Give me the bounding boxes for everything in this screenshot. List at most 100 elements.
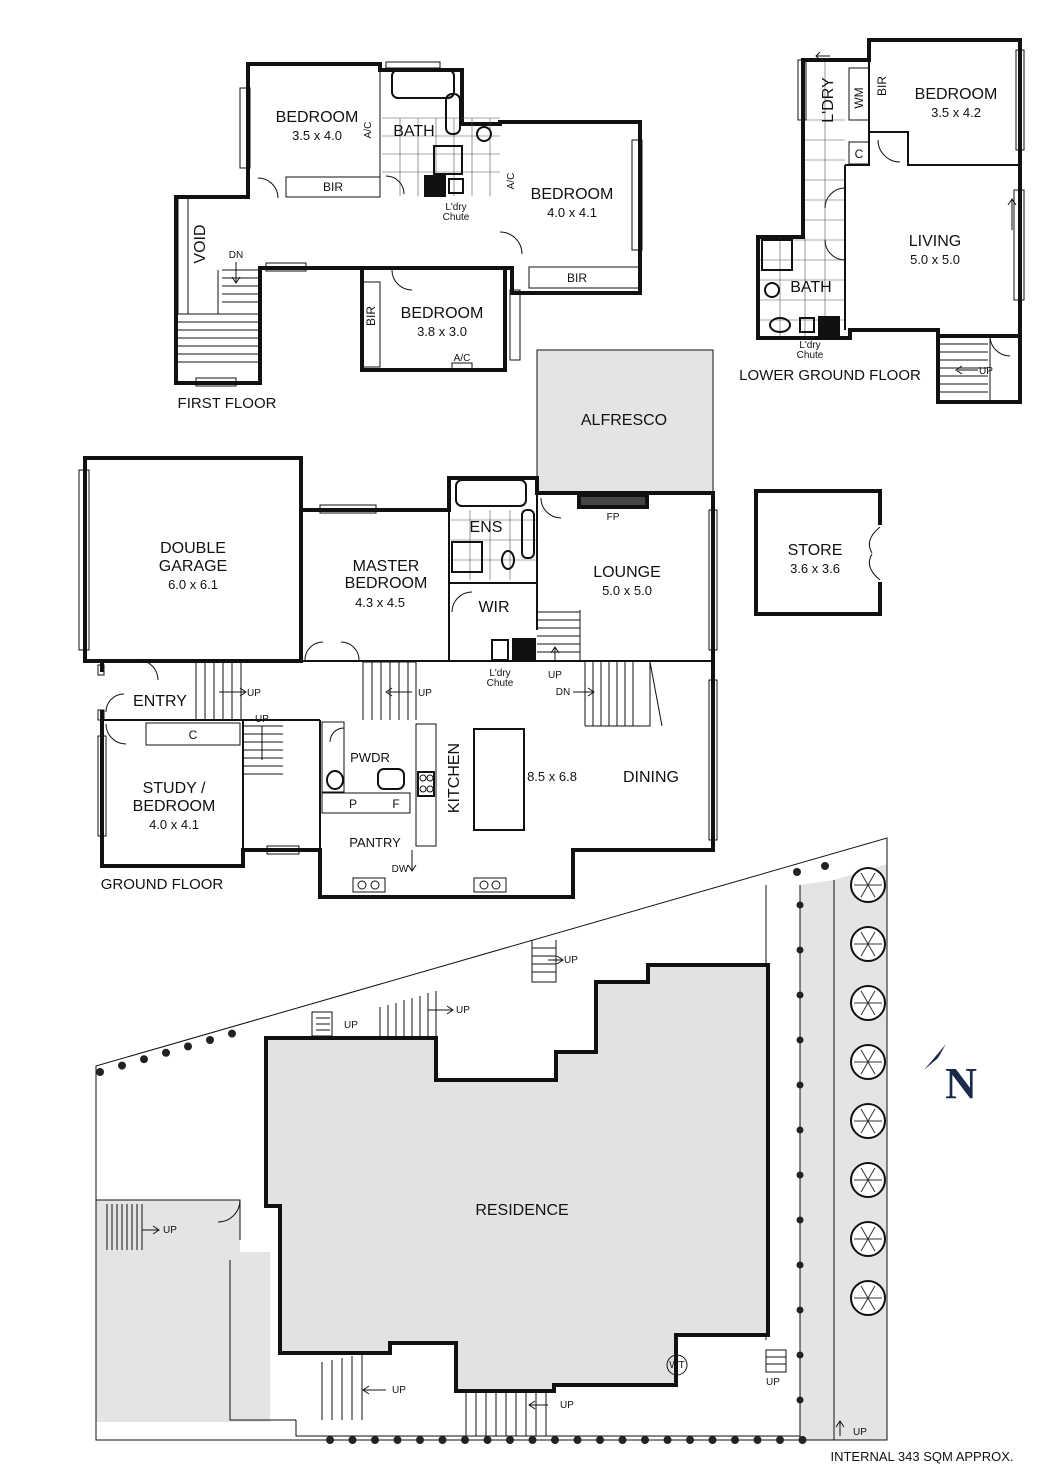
north-label: N [945, 1059, 977, 1108]
lg-wm-label: WM [852, 87, 866, 108]
study-name-2: BEDROOM [133, 798, 216, 815]
ground-floor-plan: ALFRESCO DOUBLE GARAGE 6.0 x 6.1 [78, 349, 718, 899]
hedge-dot [796, 1261, 804, 1269]
site-up-label-7: UP [766, 1377, 780, 1388]
hedge-dot [796, 946, 804, 954]
gf-up-label-4: UP [548, 670, 562, 681]
hedge-dot [686, 1436, 694, 1444]
ff-bedroom3-dim: 3.8 x 3.0 [417, 324, 467, 339]
ff-bir-label-2: BIR [567, 271, 587, 285]
hedge-dot [118, 1061, 126, 1070]
dining-name: DINING [623, 769, 679, 786]
tree-icon [850, 1162, 886, 1198]
ground-floor-title: GROUND FLOOR [101, 876, 224, 893]
tree-icon [850, 1280, 886, 1316]
lg-bir-label: BIR [875, 76, 889, 96]
internal-area-text: INTERNAL 343 SQM APPROX. [830, 1449, 1013, 1464]
gf-ldry-chute-1: L'dry [489, 668, 510, 679]
gf-dn-label: DN [556, 687, 570, 698]
entry-stairs [195, 661, 242, 720]
entry-name: ENTRY [133, 693, 187, 710]
tree-icon [850, 985, 886, 1021]
lg-up-arrow [955, 365, 978, 375]
hedge-dot [371, 1436, 379, 1444]
hedge-dot [551, 1436, 559, 1444]
gf-up-label-3: UP [418, 688, 432, 699]
hedge-dot [796, 1081, 804, 1089]
ff-ac-label-2: A/C [506, 173, 517, 190]
study-dim: 4.0 x 4.1 [149, 817, 199, 832]
lower-ground-floor-plan: BEDROOM 3.5 x 4.2 LIVING 5.0 x 5.0 BATH … [739, 38, 1025, 404]
hedge-dot [326, 1436, 334, 1444]
site-up-label-6: UP [560, 1400, 574, 1411]
residence-building [264, 963, 770, 1393]
hedge-dot [776, 1436, 784, 1444]
alfresco-area [537, 350, 713, 493]
hedge-dot [348, 1436, 357, 1444]
gf-ldry-chute-2: Chute [487, 678, 514, 689]
hedge-dot [228, 1029, 236, 1038]
ff-ldry-chute-1: L'dry [445, 202, 466, 213]
ff-bedroom3-name: BEDROOM [401, 305, 484, 322]
wir-name: WIR [478, 599, 509, 616]
ff-bedroom1-name: BEDROOM [276, 109, 359, 126]
ff-bath-name: BATH [393, 123, 434, 140]
fp-label: FP [607, 512, 620, 523]
first-floor-plan: BEDROOM 3.5 x 4.0 BATH BEDROOM 4.0 x 4.1… [174, 61, 643, 412]
lg-living-dim: 5.0 x 5.0 [910, 252, 960, 267]
site-up-label-4: UP [564, 955, 578, 966]
lower-ground-tiles [760, 62, 845, 336]
lg-bath-name: BATH [790, 279, 831, 296]
hedge-dot [796, 1306, 804, 1314]
hedge-dot [796, 1216, 804, 1224]
garage-dim: 6.0 x 6.1 [168, 577, 218, 592]
lg-c-label: C [855, 147, 864, 161]
store-name: STORE [788, 542, 843, 559]
hedge-dot [731, 1436, 739, 1444]
hedge-dot [708, 1436, 717, 1444]
ff-dn-label: DN [229, 250, 243, 261]
first-floor-bath-tiles [382, 117, 500, 196]
pantry-p-label: P [349, 797, 357, 811]
tree-icon [850, 1103, 886, 1139]
pwdr-name: PWDR [350, 750, 390, 765]
boundary-hedge [96, 862, 829, 1444]
hedge-dot [796, 1036, 804, 1044]
site-up-label-8: UP [853, 1427, 867, 1438]
hedge-dot [641, 1436, 649, 1444]
hedge-dot [416, 1436, 424, 1444]
ensuite-name: ENS [470, 519, 503, 536]
first-floor-title: FIRST FLOOR [178, 395, 277, 412]
gf-up-label-2: UP [255, 714, 269, 725]
lg-ldry-chute-1: L'dry [799, 340, 820, 351]
north-arrow: N [924, 1044, 977, 1108]
kitchen-name: KITCHEN [446, 743, 463, 813]
tree-icon [850, 1044, 886, 1080]
site-up-label-5: UP [392, 1385, 406, 1396]
ff-ac-label: A/C [363, 122, 374, 139]
boundary-trees [850, 867, 886, 1316]
hedge-dot [206, 1036, 214, 1044]
hedge-dot [96, 1068, 104, 1076]
hedge-dot [483, 1436, 492, 1444]
store-dim: 3.6 x 3.6 [790, 561, 840, 576]
site-up-label-3: UP [344, 1020, 358, 1031]
site-up-label-1: UP [163, 1225, 177, 1236]
hedge-dot [821, 862, 829, 870]
wt-label: WT [669, 1360, 685, 1371]
alfresco-name: ALFRESCO [581, 412, 667, 429]
tree-icon [850, 1221, 886, 1257]
hedge-dot [528, 1436, 537, 1444]
residence-name: RESIDENCE [475, 1202, 568, 1219]
lounge-name: LOUNGE [593, 564, 661, 581]
ff-bedroom1-dim: 3.5 x 4.0 [292, 128, 342, 143]
hedge-dot [753, 1436, 762, 1444]
hedge-dot [663, 1436, 672, 1444]
hedge-dot [618, 1436, 627, 1444]
hedge-dot [796, 1126, 804, 1134]
hedge-dot [393, 1436, 402, 1444]
hedge-dot [798, 1436, 807, 1444]
garage-name-2: GARAGE [159, 558, 227, 575]
hedge-dot [438, 1436, 447, 1444]
